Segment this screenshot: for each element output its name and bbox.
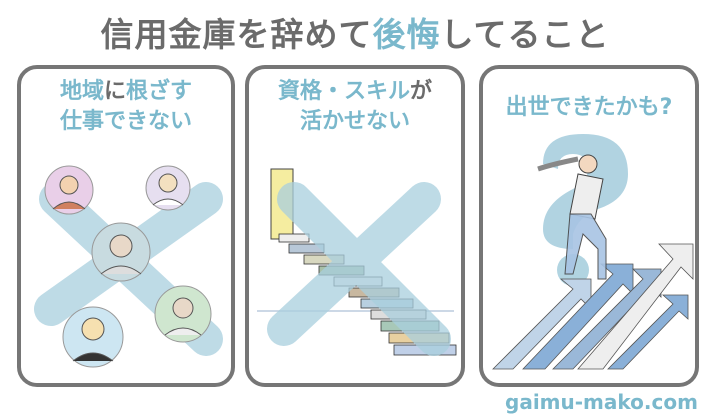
panel-title: 出世できたかも? — [483, 93, 695, 123]
panel-skills: 資格・スキルが 活かせない — [245, 65, 465, 387]
text: 根ざす — [126, 79, 193, 104]
text: 活かせない — [299, 109, 410, 134]
person-avatar-icon — [91, 222, 151, 282]
person-avatar-icon — [44, 165, 94, 215]
person-avatar-icon — [62, 306, 124, 368]
people-illustration — [34, 165, 223, 368]
person-avatar-icon — [145, 165, 191, 211]
panel-community-work: 地域に根ざす 仕事できない — [17, 65, 235, 387]
text: 出世できたかも? — [505, 95, 673, 120]
page-title: 信用金庫を辞めて後悔してること — [0, 8, 710, 56]
text: 仕事できない — [59, 109, 192, 134]
text: が — [410, 79, 433, 104]
title-part1: 信用金庫を辞めて — [100, 15, 373, 54]
person-avatar-icon — [154, 285, 212, 343]
arrows — [492, 243, 694, 370]
text: に — [103, 79, 126, 104]
text: 資格・スキル — [277, 79, 410, 104]
panel-title: 地域に根ざす 仕事できない — [21, 77, 231, 137]
title-highlight: 後悔 — [372, 15, 441, 54]
climbing-arrows-illustration — [492, 134, 694, 370]
text: 地域 — [59, 79, 104, 104]
cross-mark-icon — [267, 182, 451, 356]
title-part3: してること — [440, 15, 610, 54]
woman-figure — [537, 154, 607, 280]
stairs-illustration — [257, 168, 457, 356]
panel-title: 資格・スキルが 活かせない — [249, 77, 461, 137]
site-url: gaimu-mako.com — [505, 390, 698, 414]
panel-promotion: 出世できたかも? — [479, 65, 699, 387]
